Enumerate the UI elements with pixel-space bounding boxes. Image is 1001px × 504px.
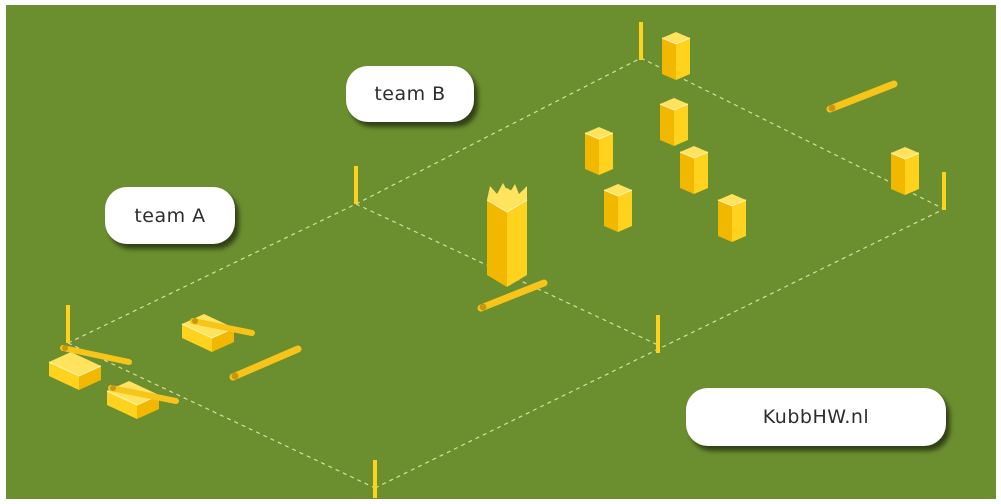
team-b-label: team B bbox=[346, 66, 474, 122]
corner-stake-icon bbox=[354, 166, 358, 204]
kubb-block-icon bbox=[584, 126, 614, 176]
throwing-baton-icon bbox=[60, 345, 132, 365]
site-name-label: KubbHW.nl bbox=[686, 388, 946, 446]
throwing-baton-icon bbox=[477, 279, 548, 312]
center-stake-icon bbox=[656, 315, 660, 353]
corner-stake-icon bbox=[373, 460, 377, 498]
kubb-block-icon bbox=[890, 146, 920, 196]
team-a-label: team A bbox=[105, 187, 235, 244]
left-baseline bbox=[67, 342, 376, 489]
batons bbox=[60, 80, 898, 404]
throwing-baton-icon bbox=[108, 385, 179, 404]
corner-stake-icon bbox=[942, 172, 946, 210]
kubb-block-icon bbox=[603, 183, 633, 233]
left-sideline bbox=[67, 203, 357, 344]
throwing-baton-icon bbox=[229, 345, 302, 381]
corner-stake-icon bbox=[639, 22, 643, 60]
throwing-baton-icon bbox=[190, 318, 255, 336]
kubb-block-icon bbox=[717, 193, 747, 243]
corner-stakes bbox=[66, 22, 946, 498]
corner-stake-icon bbox=[66, 305, 70, 343]
near-sideline bbox=[374, 208, 945, 489]
kubb-block-icon bbox=[659, 97, 689, 147]
throwing-baton-icon bbox=[826, 80, 898, 113]
kubb-block-icon bbox=[679, 145, 709, 195]
right-sideline bbox=[355, 57, 642, 205]
king-piece-icon bbox=[486, 183, 528, 287]
kubb-block-icon bbox=[661, 31, 691, 81]
